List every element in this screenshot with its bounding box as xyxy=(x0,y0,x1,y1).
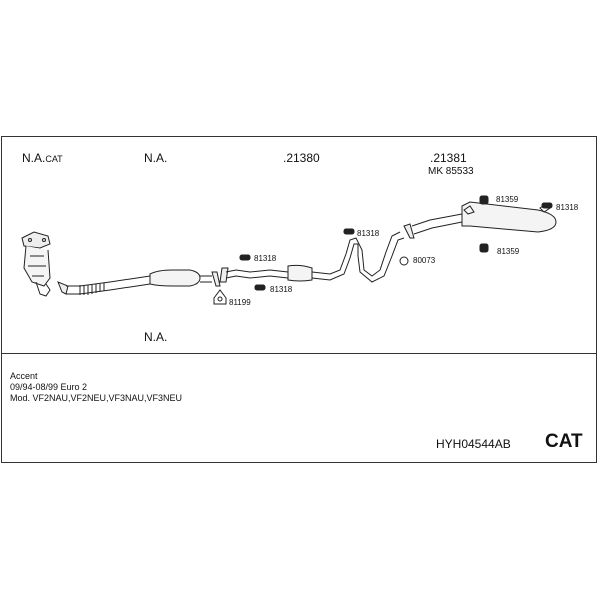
hanger-81359-bottom xyxy=(479,243,489,253)
part-81318-mid: 81318 xyxy=(357,229,380,238)
na-bottom-label: N.A. xyxy=(144,330,168,344)
part-81199: 81199 xyxy=(229,298,251,307)
cat-badge: CAT xyxy=(545,431,583,452)
diagram-frame xyxy=(1,136,597,463)
diagram-code: HYH04544AB xyxy=(436,437,511,451)
cat-suffix: CAT xyxy=(45,154,63,164)
part-81318-right: 81318 xyxy=(556,203,579,212)
mod-text: Mod. VF2NAU,VF2NEU,VF3NAU,VF3NEU xyxy=(10,393,183,403)
part-81359-bottom: 81359 xyxy=(497,247,520,256)
vehicle-info: Accent 09/94-08/99 Euro 2 Mod. VF2NAU,VF… xyxy=(10,371,182,404)
years-text: 09/94-08/99 Euro 2 xyxy=(10,382,88,392)
front-pipe-icon xyxy=(57,269,221,295)
rear-silencer-21381-icon xyxy=(403,201,557,239)
hanger-81318-mid xyxy=(343,228,355,235)
part-80073: 80073 xyxy=(413,256,436,265)
info-divider xyxy=(1,353,597,354)
part-81359-top: 81359 xyxy=(496,195,519,204)
part-21380-label: .21380 xyxy=(283,151,320,165)
middle-pipe-21380-icon xyxy=(219,231,405,283)
model-text: Accent xyxy=(10,371,38,381)
mk-85533-label: MK 85533 xyxy=(428,166,474,177)
hanger-81318-left-top xyxy=(239,254,251,261)
part-21381-label: .21381 xyxy=(430,151,467,165)
hanger-81318-left-bottom xyxy=(254,284,266,291)
na-label-text: N.A. xyxy=(22,151,46,165)
hanger-81359-top xyxy=(479,195,489,205)
part-81318-left-bottom: 81318 xyxy=(270,285,293,294)
hanger-81318-right xyxy=(541,202,553,209)
ring-80073 xyxy=(399,256,409,266)
part-81318-left-top: 81318 xyxy=(254,254,277,263)
manifold-cat-icon xyxy=(21,231,51,297)
na-cat-label: N.A.CAT xyxy=(22,151,63,165)
na-top-label: N.A. xyxy=(144,151,168,165)
